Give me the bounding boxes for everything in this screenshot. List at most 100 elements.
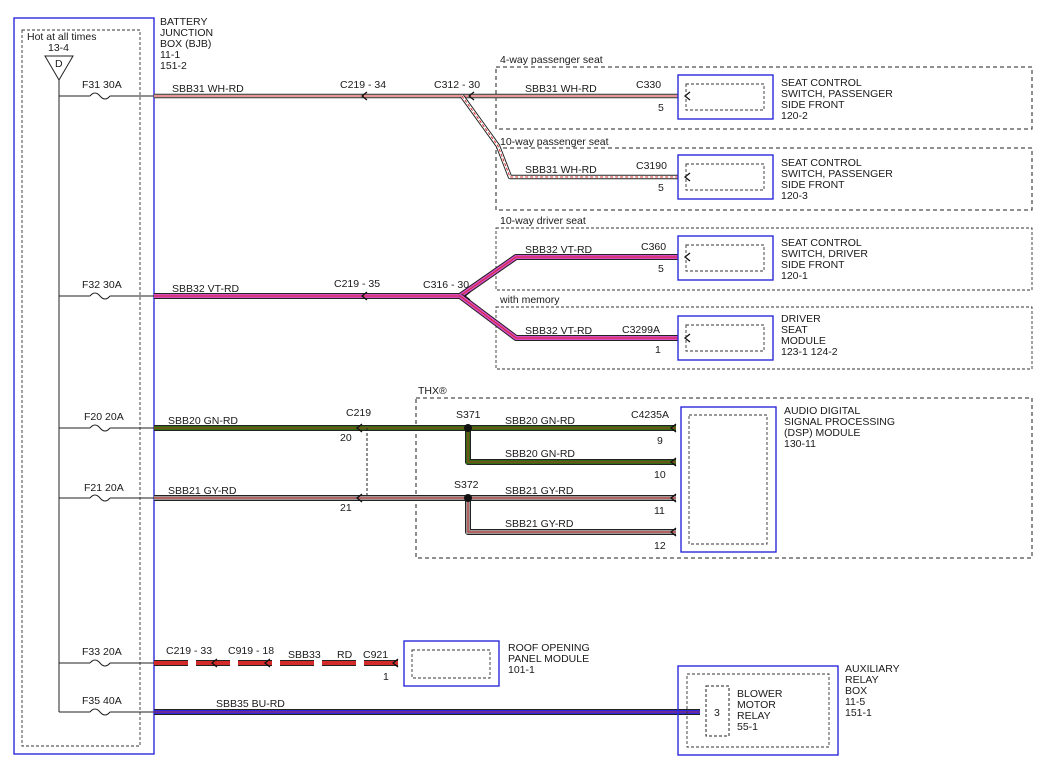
connector-icon xyxy=(263,658,271,668)
seat-driver-title: SEAT CONTROL SWITCH, DRIVER SIDE FRONT 1… xyxy=(781,237,868,282)
connector-label-c3190: C3190 xyxy=(636,160,667,172)
group-box-thx xyxy=(415,397,1033,559)
component-seat-pass-10 xyxy=(677,154,774,200)
circuit-label-sbb20: SBB20 GN-RD xyxy=(505,415,575,427)
connector-icon xyxy=(669,457,677,467)
group-label-thx: THX® xyxy=(418,385,447,397)
bjb-inner-box xyxy=(21,29,141,747)
pin-label-11: 11 xyxy=(654,505,665,517)
bjb-title-line: BATTERY xyxy=(160,16,207,28)
svg-text:SEAT: SEAT xyxy=(781,324,808,336)
pin-label-c219-21: 21 xyxy=(340,502,352,514)
connector-icon xyxy=(355,423,363,433)
pin-label-10: 10 xyxy=(654,469,666,481)
svg-text:SIGNAL PROCESSING: SIGNAL PROCESSING xyxy=(784,416,895,428)
svg-text:55-1: 55-1 xyxy=(737,721,758,733)
fuse-icon xyxy=(89,92,111,100)
bjb-title-line: 11-1 xyxy=(160,49,180,61)
connector-icon xyxy=(467,91,475,101)
pin-label-c219-20: 20 xyxy=(340,432,352,444)
connector-label-c3299a: C3299A xyxy=(622,324,660,336)
svg-text:ROOF OPENING: ROOF OPENING xyxy=(508,642,590,654)
seat-pass-4-title: SEAT CONTROL SWITCH, PASSENGER SIDE FRON… xyxy=(781,77,893,122)
connector-label-c219: C219 xyxy=(346,407,371,419)
blower-title: BLOWER MOTOR RELAY 55-1 xyxy=(737,688,783,733)
bjb-hot-label: Hot at all times xyxy=(27,31,96,43)
pin-label-relay: 3 xyxy=(714,707,720,719)
svg-text:SEAT CONTROL: SEAT CONTROL xyxy=(781,77,862,89)
circuit-label-sbb32: SBB32 VT-RD xyxy=(525,244,593,256)
svg-text:AUXILIARY: AUXILIARY xyxy=(845,663,900,675)
connector-label-c4235a: C4235A xyxy=(631,409,669,421)
svg-text:SIDE FRONT: SIDE FRONT xyxy=(781,99,845,111)
fuse-label-f33: F33 20A xyxy=(82,646,122,658)
wire-sbb31 xyxy=(154,93,678,180)
bjb-title: BATTERY JUNCTION BOX (BJB) 11-1 151-2 xyxy=(160,16,213,72)
seat-pass-10-title: SEAT CONTROL SWITCH, PASSENGER SIDE FRON… xyxy=(781,157,893,202)
component-aux-relay-box xyxy=(677,665,839,756)
svg-text:SWITCH, PASSENGER: SWITCH, PASSENGER xyxy=(781,88,893,100)
svg-text:120-3: 120-3 xyxy=(781,190,808,202)
group-label-10way-driver: 10-way driver seat xyxy=(500,215,586,227)
connector-label-c360: C360 xyxy=(641,241,666,253)
svg-text:RELAY: RELAY xyxy=(737,710,771,722)
circuit-label-sbb32: SBB32 VT-RD xyxy=(525,325,593,337)
circuit-label-sbb35: SBB35 BU-RD xyxy=(216,698,285,710)
svg-text:SEAT CONTROL: SEAT CONTROL xyxy=(781,157,862,169)
svg-text:SIDE FRONT: SIDE FRONT xyxy=(781,179,845,191)
fuse-symbols xyxy=(89,92,111,716)
circuit-label-sbb21: SBB21 GY-RD xyxy=(505,485,574,497)
bjb-triangle-letter: D xyxy=(55,58,63,70)
pin-label-9: 9 xyxy=(657,435,663,447)
splice-label-s371: S371 xyxy=(456,409,481,421)
connector-label-c219-35: C219 - 35 xyxy=(334,278,380,290)
circuit-label-sbb33-color: RD xyxy=(337,649,353,661)
component-driver-seat-module xyxy=(677,315,774,361)
group-label-10way-passenger: 10-way passenger seat xyxy=(500,136,609,148)
connector-icon xyxy=(683,333,691,343)
svg-text:BOX: BOX xyxy=(845,685,867,697)
connector-label-c312-30: C312 - 30 xyxy=(434,79,480,91)
svg-text:BLOWER: BLOWER xyxy=(737,688,783,700)
dsp-title: AUDIO DIGITAL SIGNAL PROCESSING (DSP) MO… xyxy=(784,405,895,450)
connector-chevrons xyxy=(210,91,691,668)
svg-text:AUDIO DIGITAL: AUDIO DIGITAL xyxy=(784,405,860,417)
connector-icon xyxy=(355,493,363,503)
svg-text:120-2: 120-2 xyxy=(781,110,808,122)
svg-text:11-5: 11-5 xyxy=(845,696,865,708)
splice-s371-icon xyxy=(464,424,472,432)
svg-text:101-1: 101-1 xyxy=(508,664,535,676)
pin-label-12: 12 xyxy=(654,540,666,552)
splice-label-s372: S372 xyxy=(454,479,479,491)
connector-icon xyxy=(669,527,677,537)
svg-text:RELAY: RELAY xyxy=(845,674,879,686)
circuit-label-sbb20: SBB20 GN-RD xyxy=(168,415,238,427)
pin-label-c3299a: 1 xyxy=(655,344,661,356)
group-box-10way-passenger xyxy=(495,147,1033,211)
circuit-label-sbb20: SBB20 GN-RD xyxy=(505,448,575,460)
connector-label-c219-33: C219 - 33 xyxy=(166,645,212,657)
circuit-label-sbb33: SBB33 xyxy=(288,649,321,661)
pin-label-c921: 1 xyxy=(383,671,389,683)
svg-text:SIDE FRONT: SIDE FRONT xyxy=(781,259,845,271)
connector-label-c919-18: C919 - 18 xyxy=(228,645,274,657)
connector-icon xyxy=(683,91,691,101)
svg-text:MODULE: MODULE xyxy=(781,335,826,347)
connector-icon xyxy=(669,493,677,503)
connector-label-c330: C330 xyxy=(636,79,661,91)
connector-icon xyxy=(463,291,471,301)
connector-icon xyxy=(683,252,691,262)
svg-text:151-1: 151-1 xyxy=(845,707,872,719)
group-box-with-memory xyxy=(495,306,1033,370)
fuse-taps xyxy=(59,95,154,713)
connector-label-c316-30: C316 - 30 xyxy=(423,279,469,291)
svg-text:SEAT CONTROL: SEAT CONTROL xyxy=(781,237,862,249)
splice-s372-icon xyxy=(464,494,472,502)
fuse-label-f31: F31 30A xyxy=(82,79,122,91)
wire-sbb21 xyxy=(154,495,676,535)
component-dsp-module xyxy=(680,406,777,553)
connector-label-c921: C921 xyxy=(363,649,388,661)
svg-text:SWITCH, DRIVER: SWITCH, DRIVER xyxy=(781,248,868,260)
connector-icon xyxy=(360,291,368,301)
component-seat-pass-4 xyxy=(677,74,774,120)
